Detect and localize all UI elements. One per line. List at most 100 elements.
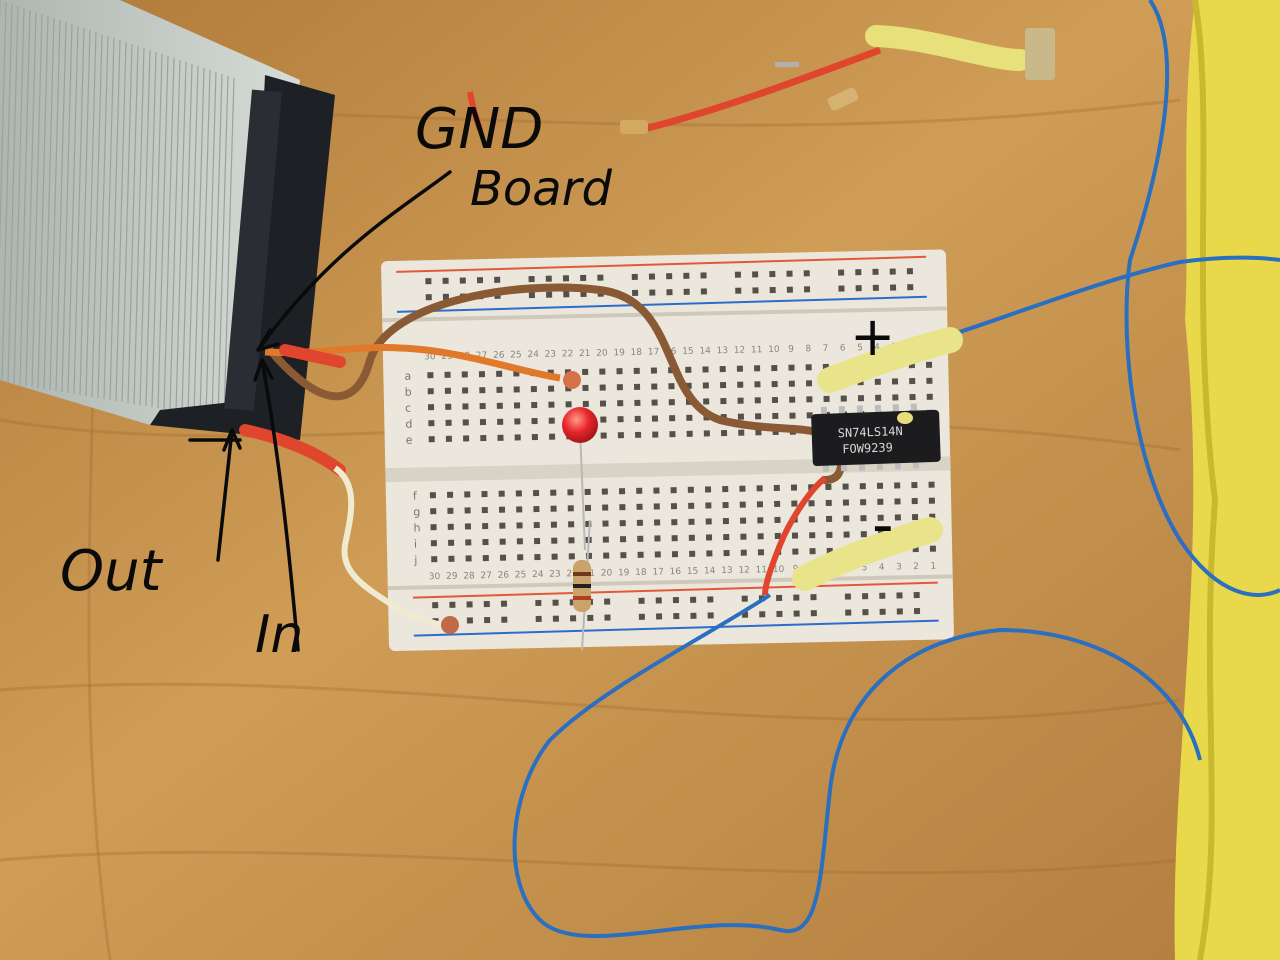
rail-hole — [896, 608, 903, 615]
breadboard-hole — [548, 385, 555, 392]
breadboard-hole — [633, 367, 640, 374]
breadboard-hole — [754, 397, 761, 404]
breadboard-hole — [601, 488, 608, 495]
breadboard-hole — [754, 365, 761, 372]
breadboard-hole — [618, 488, 626, 495]
breadboard-hole — [603, 552, 610, 559]
column-number: 4 — [879, 563, 885, 573]
blue-wire-top — [934, 0, 1280, 597]
breadboard-hole — [825, 499, 832, 506]
rail-hole — [700, 288, 707, 295]
breadboard-hole — [496, 386, 503, 393]
ribbon-ridge — [1, 3, 13, 383]
rail-hole — [597, 274, 604, 281]
rail-hole — [666, 273, 673, 280]
breadboard-hole — [634, 383, 641, 390]
breadboard-hole — [482, 523, 489, 530]
rail-hole — [570, 615, 577, 622]
column-number: 19 — [618, 568, 630, 578]
row-letter: j — [413, 554, 417, 567]
breadboard-hole — [616, 368, 623, 375]
breadboard-hole — [755, 429, 762, 436]
breadboard-hole — [530, 385, 537, 393]
rail-hole — [690, 612, 697, 619]
rail-hole — [638, 613, 645, 620]
breadboard-hole — [755, 413, 762, 420]
rail-hole — [896, 592, 903, 599]
breadboard-hole — [771, 364, 778, 372]
annotation-plus: + — [850, 305, 895, 368]
breadboard-hole — [706, 550, 713, 557]
annotation-out: Out — [60, 539, 164, 604]
breadboard-hole — [774, 500, 781, 508]
column-number: 25 — [515, 570, 527, 580]
breadboard-hole — [617, 416, 624, 423]
rail-hole — [425, 278, 432, 285]
breadboard-hole — [445, 403, 452, 410]
breadboard-hole — [842, 483, 849, 490]
ribbon-ridge — [43, 17, 55, 390]
breadboard-hole — [876, 482, 884, 489]
breadboard-hole — [514, 434, 521, 441]
rail-hole — [862, 593, 869, 600]
rail-hole — [810, 594, 817, 601]
breadboard-hole — [430, 508, 437, 515]
breadboard-hole — [754, 381, 761, 388]
breadboard-hole — [703, 398, 710, 405]
column-number: 8 — [805, 344, 811, 354]
breadboard-hole — [875, 394, 882, 401]
column-number: 27 — [476, 351, 488, 361]
breadboard-hole — [602, 520, 609, 527]
breadboard-hole — [909, 378, 916, 385]
rail-hole — [459, 277, 466, 284]
rail-hole — [563, 291, 570, 298]
breadboard-hole — [892, 394, 899, 401]
breadboard-hole — [805, 380, 813, 387]
ribbon-ridge — [19, 9, 31, 386]
breadboard-hole — [877, 498, 884, 505]
rail-hole — [442, 293, 450, 300]
column-number: 23 — [549, 570, 561, 580]
chip-label-line2: FOW9239 — [842, 440, 893, 456]
row-letter: h — [413, 521, 420, 534]
ribbon-ridge — [187, 65, 199, 414]
breadboard-hole — [911, 514, 919, 521]
breadboard-hole — [516, 506, 523, 513]
breadboard-hole — [723, 549, 730, 557]
breadboard-hole — [808, 500, 815, 507]
rail-hole — [449, 601, 456, 608]
ribbon-ridge — [181, 63, 193, 413]
breadboard-hole — [565, 401, 572, 408]
breadboard-hole — [719, 366, 726, 373]
breadboard-hole — [496, 402, 503, 409]
column-number: 22 — [566, 569, 578, 579]
breadboard-hole — [652, 431, 659, 438]
column-number: 20 — [601, 568, 613, 578]
chip-label-line1: SN74LS14N — [837, 424, 902, 440]
loose-red-wire — [467, 25, 1055, 134]
rail-hole — [803, 270, 810, 277]
rail-hole — [776, 594, 783, 602]
rail-hole — [648, 273, 656, 280]
row-letter: i — [414, 538, 417, 551]
rail-hole — [759, 611, 766, 618]
breadboard-hole — [517, 554, 524, 561]
breadboard-hole — [860, 515, 867, 522]
breadboard-hole — [634, 415, 641, 422]
ribbon-ridge — [79, 29, 91, 396]
breadboard-hole — [447, 491, 454, 498]
breadboard-hole — [653, 503, 660, 510]
breadboard-hole — [531, 401, 538, 409]
ribbon-ridge — [157, 55, 169, 409]
rail-hole — [906, 268, 913, 275]
rail-hole — [889, 284, 897, 291]
breadboard-hole — [789, 396, 796, 403]
column-number: 2 — [913, 562, 919, 572]
column-number: 15 — [687, 567, 699, 577]
ribbon-ridge — [217, 75, 229, 419]
breadboard-hole — [568, 537, 575, 544]
ribbon-ridge — [103, 37, 115, 400]
column-number: 24 — [527, 350, 539, 360]
breadboard: 3030292928282727262625252424232322222121… — [381, 249, 954, 652]
breadboard-hole — [447, 523, 454, 530]
